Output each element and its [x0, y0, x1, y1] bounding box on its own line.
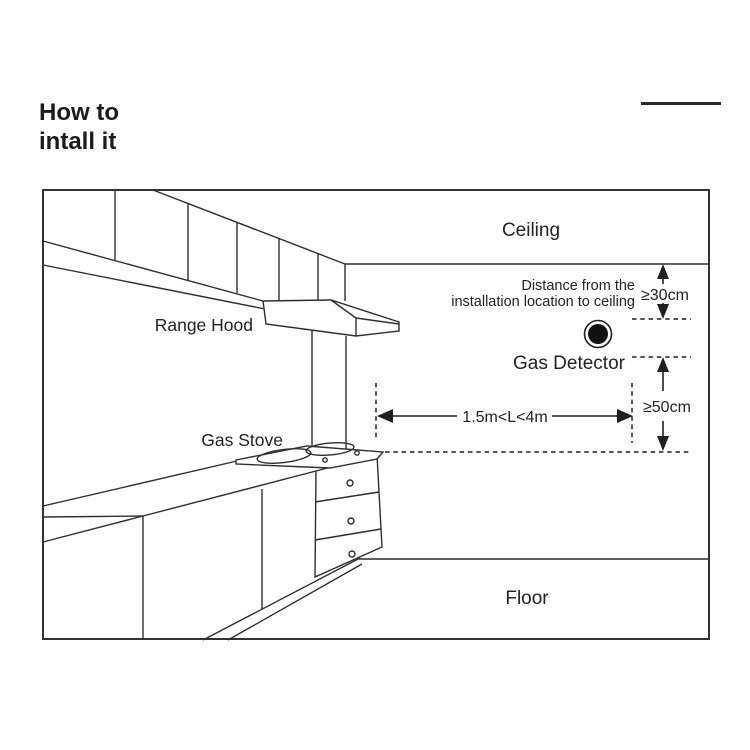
range-hood-label: Range Hood [155, 315, 253, 335]
counter-front-top-left [42, 515, 144, 518]
page-title-line1: How to [39, 99, 119, 126]
dimension-ceiling-clearance: ≥30cm [641, 264, 689, 319]
stove-knob [354, 450, 360, 456]
page-title: How to intall it [39, 98, 119, 156]
dimension-vertical-clearance: ≥50cm [643, 357, 691, 451]
arrowhead-right-icon [617, 409, 633, 423]
arrowhead-left-icon [377, 409, 393, 423]
drawer-divider [314, 528, 382, 541]
diagram-labels: Ceiling Floor Range Hood Gas Stove Gas D… [155, 220, 635, 609]
room-lines [152, 189, 709, 560]
drawer-unit [314, 454, 383, 579]
ceiling-label: Ceiling [502, 220, 560, 241]
counter-back-edge [42, 460, 238, 507]
drawer-knob [347, 517, 355, 525]
counter-base-edge [227, 563, 363, 641]
gas-detector-label: Gas Detector [513, 353, 626, 374]
drawer-knob [348, 550, 356, 558]
drawer-divider [314, 491, 380, 503]
arrowhead-up-icon [657, 357, 669, 372]
wall-cabinets [42, 190, 319, 310]
arrowhead-up-icon [657, 264, 669, 279]
gas-detector [583, 319, 613, 349]
drawer-knob [346, 479, 354, 487]
stove-knob [322, 457, 328, 463]
gas-stove-label: Gas Stove [201, 430, 283, 450]
installation-note-line1: Distance from the [521, 278, 635, 294]
counter-base-edge [202, 557, 361, 641]
ceiling-clearance-label: ≥30cm [641, 287, 689, 304]
counter-front-top [142, 470, 317, 517]
range-hood-bevel-edge [355, 317, 400, 325]
counter-corner-seam [42, 515, 144, 543]
diagram-border [42, 189, 710, 640]
stove-burner [305, 441, 355, 457]
cabinet-underside-edge [42, 264, 266, 310]
reference-dashed-lines [375, 318, 691, 453]
vertical-clearance-label: ≥50cm [643, 399, 691, 416]
installation-note-line2: installation location to ceiling [451, 294, 635, 310]
horizontal-distance-label: 1.5m<L<4m [462, 409, 547, 426]
stove-burner [256, 448, 312, 464]
gas-stove [235, 441, 385, 469]
dimension-horizontal-distance: 1.5m<L<4m [377, 409, 633, 426]
floor-label: Floor [505, 588, 549, 609]
cabinet-bottom-edge [42, 240, 264, 302]
range-hood-body [262, 299, 400, 337]
arrowhead-down-icon [657, 304, 669, 319]
decorative-rule [641, 102, 721, 105]
range-hood [262, 299, 400, 449]
gas-detector-body [588, 324, 608, 344]
arrowhead-down-icon [657, 436, 669, 451]
ceiling-corner-line [152, 189, 346, 265]
page-title-line2: intall it [39, 128, 117, 155]
counter-cabinets [42, 460, 363, 641]
